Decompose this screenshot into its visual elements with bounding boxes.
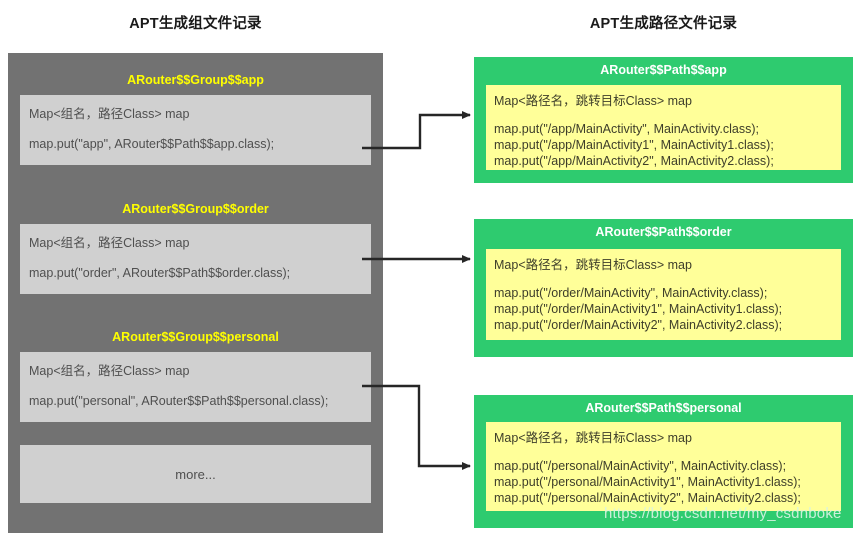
group-map-decl-app: Map<组名，路径Class> map — [29, 107, 190, 121]
group-block-app: ARouter$$Group$$app Map<组名，路径Class> map … — [20, 71, 371, 165]
path-map-decl-order: Map<路径名，跳转目标Class> map — [494, 258, 692, 272]
path-map-decl-personal: Map<路径名，跳转目标Class> map — [494, 431, 692, 445]
path-map-put-personal-1: map.put("/personal/MainActivity1", MainA… — [494, 475, 801, 489]
group-block-personal: ARouter$$Group$$personal Map<组名，路径Class>… — [20, 328, 371, 422]
left-column-title: APT生成组文件记录 — [129, 16, 262, 32]
right-column-title: APT生成路径文件记录 — [589, 16, 738, 32]
group-heading-order: ARouter$$Group$$order — [122, 202, 269, 216]
group-code-box-app: Map<组名，路径Class> map map.put("app", ARout… — [20, 95, 371, 165]
group-block-order: ARouter$$Group$$order Map<组名，路径Class> ma… — [20, 200, 371, 294]
path-code-box-order: Map<路径名，跳转目标Class> map map.put("/order/M… — [486, 249, 841, 340]
group-heading-app: ARouter$$Group$$app — [127, 73, 264, 87]
more-box: more... — [20, 445, 371, 503]
group-map-put-app: map.put("app", ARouter$$Path$$app.class)… — [29, 137, 275, 151]
group-code-box-order: Map<组名，路径Class> map map.put("order", ARo… — [20, 224, 371, 294]
group-heading-personal: ARouter$$Group$$personal — [112, 330, 279, 344]
path-box-order: ARouter$$Path$$order Map<路径名，跳转目标Class> … — [474, 219, 853, 357]
apt-group-file-panel: ARouter$$Group$$app Map<组名，路径Class> map … — [8, 53, 383, 533]
path-map-put-order-0: map.put("/order/MainActivity", MainActiv… — [494, 286, 768, 300]
path-heading-personal: ARouter$$Path$$personal — [585, 401, 742, 415]
path-map-put-app-1: map.put("/app/MainActivity1", MainActivi… — [494, 138, 774, 152]
path-map-put-order-2: map.put("/order/MainActivity2", MainActi… — [494, 318, 783, 332]
path-map-put-order-1: map.put("/order/MainActivity1", MainActi… — [494, 302, 783, 316]
group-map-decl-order: Map<组名，路径Class> map — [29, 236, 190, 250]
path-code-box-app: Map<路径名，跳转目标Class> map map.put("/app/Mai… — [486, 85, 841, 170]
path-box-personal: ARouter$$Path$$personal Map<路径名，跳转目标Clas… — [474, 395, 853, 528]
path-map-put-personal-0: map.put("/personal/MainActivity", MainAc… — [494, 459, 787, 473]
path-heading-app: ARouter$$Path$$app — [600, 63, 727, 77]
group-code-box-personal: Map<组名，路径Class> map map.put("personal", … — [20, 352, 371, 422]
path-code-box-personal: Map<路径名，跳转目标Class> map map.put("/persona… — [486, 422, 841, 511]
path-map-put-app-2: map.put("/app/MainActivity2", MainActivi… — [494, 154, 774, 168]
path-heading-order: ARouter$$Path$$order — [595, 225, 732, 239]
more-label: more... — [175, 466, 216, 482]
group-map-put-order: map.put("order", ARouter$$Path$$order.cl… — [29, 266, 291, 280]
path-map-put-app-0: map.put("/app/MainActivity", MainActivit… — [494, 122, 759, 136]
watermark: https://blog.csdn.net/my_csdnboke — [604, 505, 842, 522]
path-map-decl-app: Map<路径名，跳转目标Class> map — [494, 94, 692, 108]
path-map-put-personal-2: map.put("/personal/MainActivity2", MainA… — [494, 491, 801, 505]
path-box-app: ARouter$$Path$$app Map<路径名，跳转目标Class> ma… — [474, 57, 853, 183]
group-map-decl-personal: Map<组名，路径Class> map — [29, 364, 190, 378]
group-map-put-personal: map.put("personal", ARouter$$Path$$perso… — [29, 394, 329, 408]
